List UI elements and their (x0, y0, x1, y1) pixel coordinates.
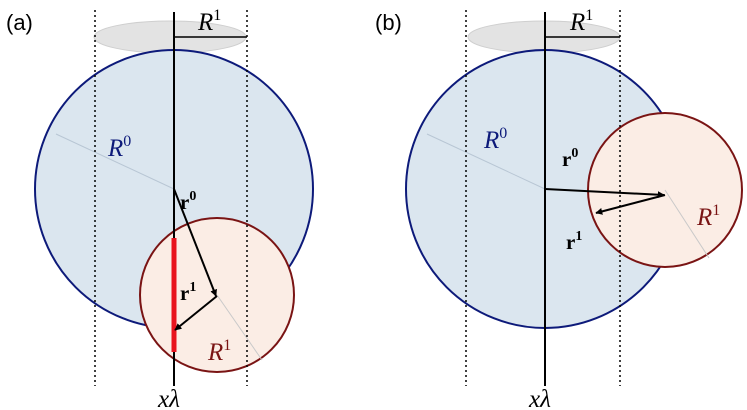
panel-b: (b) R1 R0 R1 r0 r1 xλ (375, 7, 743, 410)
panel-b-vector-r0-arrow (544, 188, 665, 199)
panel-a-top-radius-label: R1 (197, 7, 221, 36)
panel-b-axis-label: xλ (528, 386, 551, 410)
panel-b-label: (b) (375, 10, 402, 35)
panel-b-top-radius-label: R1 (569, 7, 593, 36)
panel-b-vector-r1-arrow (595, 194, 666, 215)
panel-a-small-radius-label: R1 (207, 337, 231, 366)
panel-b-small-radius-line (664, 189, 710, 259)
panel-a-big-radius-label: R0 (107, 133, 131, 162)
panel-a-axis-label: xλ (157, 386, 180, 410)
panel-b-big-radius-line (426, 133, 546, 190)
panel-b-vector-r1-label: r1 (566, 229, 582, 254)
panel-a-vector-r0-label: r0 (180, 189, 196, 214)
panel-a-small-radius-line (216, 294, 263, 361)
panel-a-big-radius-line (55, 133, 175, 190)
panel-a-vector-r1-label: r1 (180, 280, 196, 305)
panel-b-big-radius-label: R0 (483, 125, 507, 154)
panel-a-label: (a) (6, 10, 33, 35)
panel-a-vector-r0-arrow (173, 188, 217, 297)
panel-b-small-radius-label: R1 (696, 202, 720, 231)
panel-b-vector-r0-label: r0 (562, 146, 578, 171)
panel-a-vector-r1-arrow (174, 295, 218, 331)
panel-a: (a) R1 R0 R1 r0 r1 xλ (6, 7, 314, 410)
